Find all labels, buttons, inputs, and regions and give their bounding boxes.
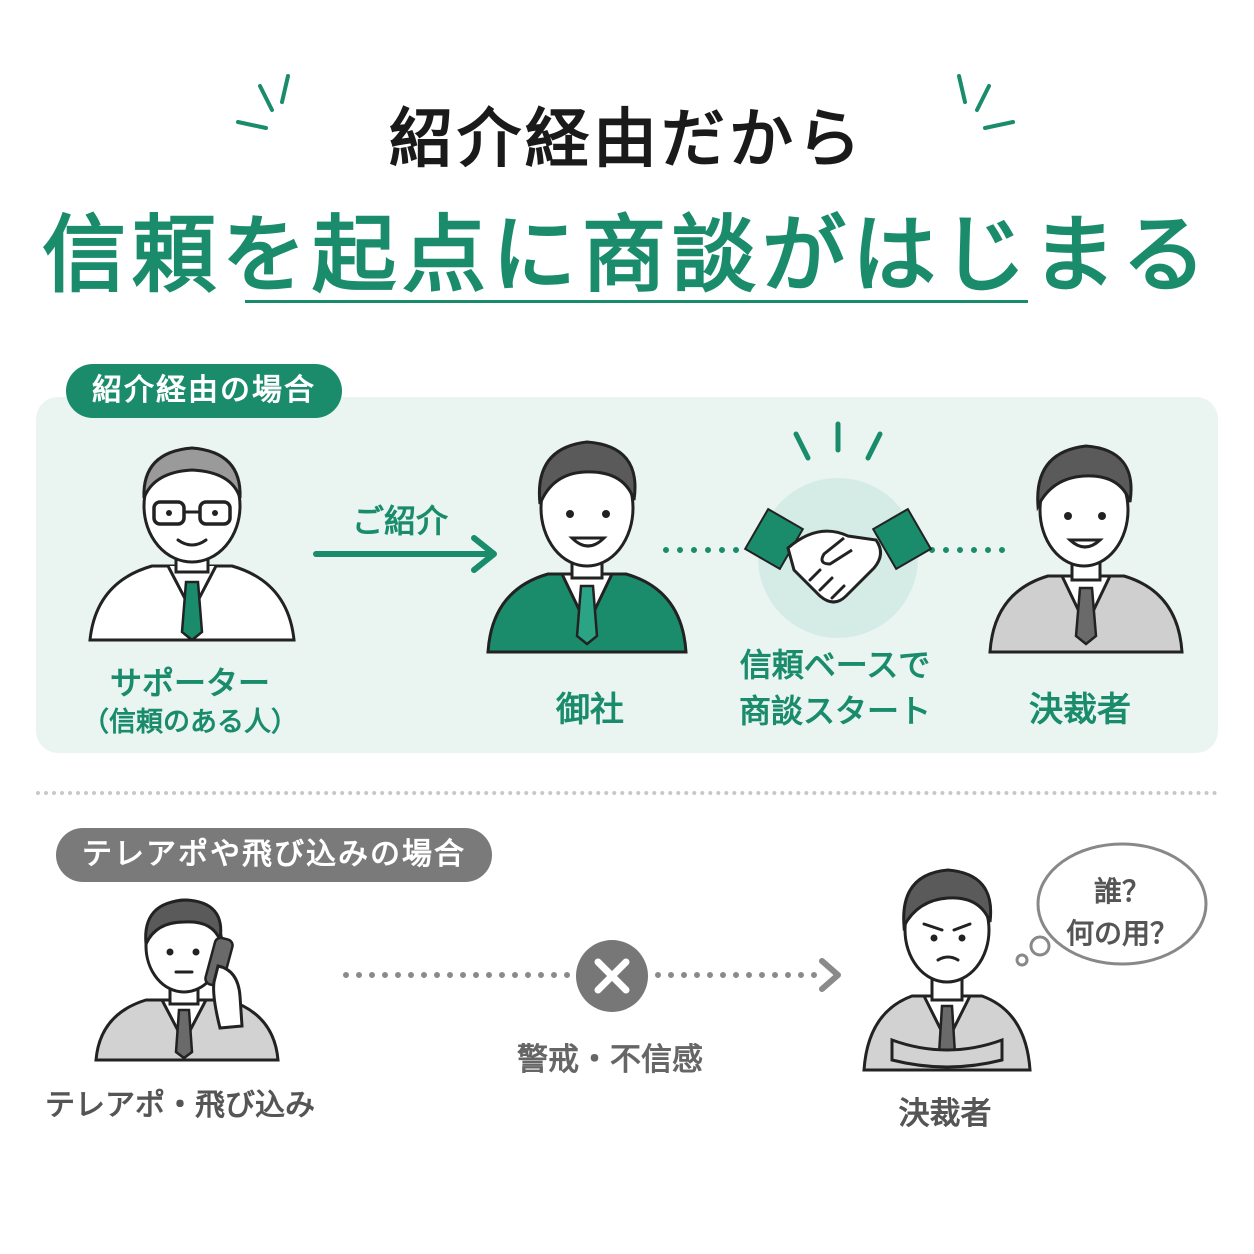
thought-line-2: 何の用？ <box>1065 917 1178 950</box>
company-label: 御社 <box>556 690 624 730</box>
decision-maker-person-icon <box>988 444 1184 654</box>
spark-lines-left <box>236 74 290 130</box>
trust-label-line-1: 信頼ベースで <box>739 646 931 684</box>
caller-label: テレアポ・飛び込み <box>45 1088 315 1123</box>
dotted-connector-left <box>663 547 745 553</box>
title-underline <box>245 300 1028 303</box>
title-line-1: 紹介経由だから <box>389 103 865 177</box>
arrow-right-icon <box>313 535 497 573</box>
barrier-label: 警戒・不信感 <box>517 1042 703 1078</box>
cold-case-badge: テレアポや飛び込みの場合 <box>56 828 492 882</box>
handshake-icon <box>743 421 933 638</box>
supporter-label: サポーター <box>109 664 270 702</box>
company-person-icon <box>486 440 688 654</box>
thought-line-1: 誰？ <box>1093 875 1150 908</box>
trust-label-line-2: 商談スタート <box>738 692 931 730</box>
skeptical-decision-maker-icon <box>862 868 1032 1072</box>
decision-maker-label: 決裁者 <box>1029 690 1131 730</box>
skeptical-decision-maker-label: 決裁者 <box>898 1096 992 1132</box>
cross-icon <box>576 940 648 1012</box>
supporter-sublabel: （信頼のある人） <box>82 707 298 738</box>
section-divider <box>36 791 1218 795</box>
title-line-2: 信頼を起点に商談がはじまる <box>41 206 1212 304</box>
dotted-arrow-right <box>655 958 841 992</box>
caller-person-icon <box>94 898 280 1062</box>
supporter-person-icon <box>88 446 296 642</box>
spark-lines-right <box>957 74 1015 130</box>
dotted-connector-right <box>929 547 1015 553</box>
referral-badge: 紹介経由の場合 <box>66 364 342 418</box>
thought-bubble-icon <box>1015 842 1208 967</box>
referral-arrow-label: ご紹介 <box>351 502 448 540</box>
dotted-arrow-left <box>343 972 573 978</box>
